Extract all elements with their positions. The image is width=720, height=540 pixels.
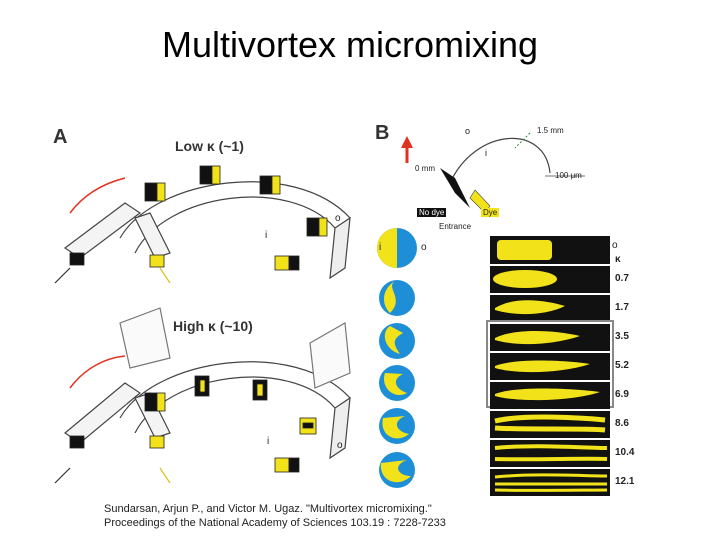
outer-label-high: o <box>337 440 343 451</box>
citation-line-1: Sundarsan, Arjun P., and Victor M. Ugaz.… <box>104 503 432 515</box>
dye-arrow-high <box>159 467 171 484</box>
kappa-value: 3.5 <box>615 331 629 342</box>
outer-label-strip: o <box>612 240 618 251</box>
outer-label-b: o <box>465 126 471 136</box>
high-kappa-label: High κ (~10) <box>173 318 253 334</box>
kappa-value: 8.6 <box>615 418 629 429</box>
inlet-arrow-low <box>54 267 71 284</box>
kappa-value: 12.1 <box>615 476 635 487</box>
inner-label-circle: i <box>379 242 382 253</box>
channel-low-kappa <box>63 181 351 280</box>
dye-arrow-low <box>159 267 171 284</box>
inner-label-high: i <box>267 436 270 447</box>
kappa-value: 6.9 <box>615 389 629 400</box>
flow-arrow-low <box>69 177 126 214</box>
figure-graphics <box>54 132 614 496</box>
no-dye-label: No dye <box>417 208 447 217</box>
flow-arrow-high <box>69 355 126 389</box>
kappa-value: 5.2 <box>615 360 629 371</box>
slide-title: Multivortex micromixing <box>161 24 539 65</box>
low-kappa-label: Low κ (~1) <box>175 138 244 154</box>
outer-label-circle: o <box>421 242 427 253</box>
entrance-label: Entrance <box>439 222 472 231</box>
citation: Sundarsan, Arjun P., and Victor M. Ugaz.… <box>104 502 446 530</box>
panel-a-letter: A <box>53 126 68 148</box>
zero-mm-label: 0 mm <box>415 164 435 173</box>
kappa-value: 10.4 <box>615 447 635 458</box>
panel-b-letter: B <box>375 122 390 144</box>
cross-sections-high <box>69 375 317 473</box>
kappa-value: 0.7 <box>615 273 629 284</box>
microscope-strips <box>486 236 614 496</box>
kappa-value: 1.7 <box>615 302 629 313</box>
inlet-arrow-high <box>54 467 71 484</box>
radius-label: 1.5 mm <box>537 126 564 135</box>
figure-multivortex: A Low κ (~1) High κ (~10) o i o i B 1.5 … <box>45 118 634 498</box>
outer-label-low: o <box>335 213 341 224</box>
channel-high-kappa <box>63 307 351 460</box>
citation-line-2: Proceedings of the National Academy of S… <box>104 517 446 529</box>
panel-b-schematic <box>401 132 585 214</box>
inner-label-b: i <box>485 148 487 158</box>
dye-label: Dye <box>481 208 500 217</box>
width-label: 100 μm <box>555 171 582 180</box>
inner-label-low: i <box>265 230 268 241</box>
kappa-header: κ <box>615 254 621 265</box>
cross-section-circles <box>377 228 417 488</box>
cross-sections-low <box>69 165 328 271</box>
